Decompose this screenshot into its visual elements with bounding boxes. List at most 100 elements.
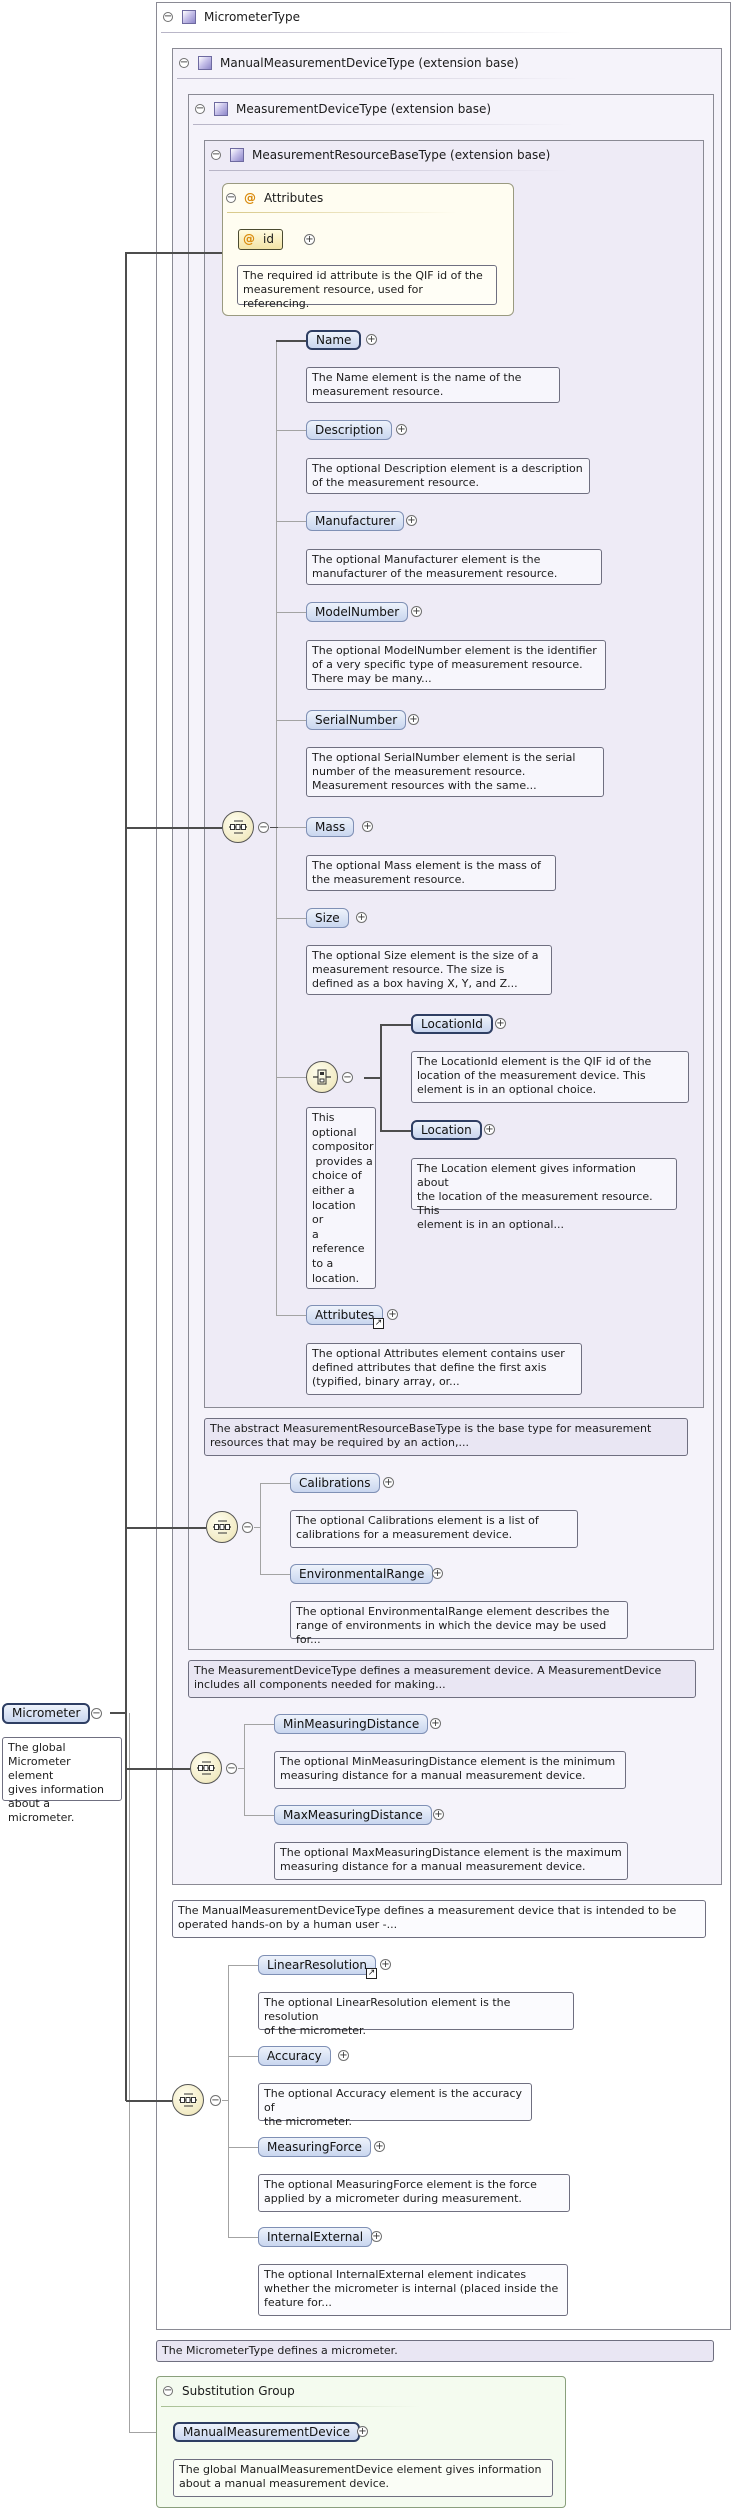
expand-icon[interactable]: + xyxy=(433,1809,444,1820)
collapse-toggle[interactable]: − xyxy=(163,2385,173,2396)
doc-line: either a xyxy=(312,1183,355,1197)
doc-line: resources that may be required by an act… xyxy=(210,1436,469,1449)
expand-icon[interactable]: + xyxy=(304,234,315,245)
element-calibrations[interactable]: Calibrations xyxy=(290,1473,380,1493)
element-modelnumber[interactable]: ModelNumber xyxy=(306,602,409,622)
element-internalexternal[interactable]: InternalExternal xyxy=(258,2227,373,2247)
collapse-toggle[interactable]: − xyxy=(226,1763,237,1774)
element-label: ManualMeasurementDevice xyxy=(183,2425,351,2439)
element-attributes[interactable]: Attributes xyxy=(306,1305,384,1325)
attribute-icon: @ xyxy=(244,191,256,205)
collapse-toggle[interactable]: − xyxy=(211,149,221,160)
sequence-compositor-icon[interactable] xyxy=(222,811,254,843)
doc-line: This xyxy=(312,1111,335,1124)
doc-line: defined attributes that define the first… xyxy=(312,1361,547,1374)
expand-icon[interactable]: + xyxy=(396,424,407,435)
manufacturer-doc: The optional Manufacturer element is the… xyxy=(306,549,602,585)
expand-icon[interactable]: + xyxy=(362,821,373,832)
minmeasuringdistance-doc: The optional MinMeasuringDistance elemen… xyxy=(274,1751,626,1789)
expand-icon[interactable]: + xyxy=(432,1568,443,1579)
choice-compositor-icon[interactable] xyxy=(306,1061,338,1093)
expand-icon[interactable]: + xyxy=(356,912,367,923)
doc-line: element is in an optional... xyxy=(417,1218,564,1231)
sequence-compositor-icon[interactable] xyxy=(172,2084,204,2116)
manual-device-type-doc: The ManualMeasurementDeviceType defines … xyxy=(172,1900,706,1938)
expand-icon[interactable]: + xyxy=(495,1018,506,1029)
element-label: LocationId xyxy=(421,1017,483,1031)
element-location[interactable]: Location xyxy=(411,1120,482,1140)
expand-icon[interactable]: + xyxy=(371,2231,382,2242)
element-minmeasuringdistance[interactable]: MinMeasuringDistance xyxy=(274,1714,429,1734)
expand-icon[interactable]: + xyxy=(411,606,422,617)
element-maxmeasuringdistance[interactable]: MaxMeasuringDistance xyxy=(274,1805,432,1825)
expand-icon[interactable]: + xyxy=(408,714,419,725)
collapse-toggle[interactable]: − xyxy=(179,57,189,68)
element-name[interactable]: Name xyxy=(306,330,362,350)
element-serialnumber[interactable]: SerialNumber xyxy=(306,710,407,730)
doc-line: applied by a micrometer during measureme… xyxy=(264,2192,522,2205)
expand-icon[interactable]: + xyxy=(430,1718,441,1729)
element-label: Calibrations xyxy=(299,1476,371,1490)
collapse-toggle[interactable]: − xyxy=(258,822,269,833)
element-label: MaxMeasuringDistance xyxy=(283,1808,423,1822)
doc-line: The optional Size element is the size of… xyxy=(312,949,539,962)
expand-icon[interactable]: + xyxy=(374,2141,385,2152)
element-description[interactable]: Description xyxy=(306,420,393,440)
size-doc: The optional Size element is the size of… xyxy=(306,945,552,995)
root-element-micrometer[interactable]: Micrometer xyxy=(2,1703,91,1724)
micrometer-type-doc: The MicrometerType defines a micrometer. xyxy=(156,2340,714,2362)
element-mass[interactable]: Mass xyxy=(306,817,355,837)
element-label: InternalExternal xyxy=(267,2230,364,2244)
id-attribute-doc: The required id attribute is the QIF id … xyxy=(237,265,497,310)
collapse-toggle[interactable]: − xyxy=(210,2095,221,2106)
element-size[interactable]: Size xyxy=(306,908,349,928)
collapse-toggle[interactable]: − xyxy=(226,192,236,203)
expand-icon[interactable]: + xyxy=(357,2426,368,2437)
doc-line: about a micrometer. xyxy=(8,1797,75,1824)
expand-icon[interactable]: + xyxy=(380,1959,391,1970)
doc-line: The required id attribute is the QIF id … xyxy=(243,269,483,282)
collapse-toggle[interactable]: − xyxy=(342,1072,353,1083)
collapse-toggle[interactable]: − xyxy=(91,1708,102,1719)
element-label: MeasuringForce xyxy=(267,2140,362,2154)
element-locationid[interactable]: LocationId xyxy=(411,1014,493,1034)
choice-doc: This optional compositor provides a choi… xyxy=(306,1107,376,1289)
element-measuringforce[interactable]: MeasuringForce xyxy=(258,2137,371,2157)
element-manualmeasurementdevice[interactable]: ManualMeasurementDevice xyxy=(173,2422,361,2442)
element-linearresolution[interactable]: LinearResolution xyxy=(258,1955,376,1975)
doc-line: reference xyxy=(312,1242,365,1256)
doc-line: The LocationId element is the QIF id of … xyxy=(417,1055,652,1068)
expand-icon[interactable]: + xyxy=(338,2050,349,2061)
doc-line: The MicrometerType defines a micrometer. xyxy=(162,2344,398,2357)
doc-line: the location of the measurement resource… xyxy=(417,1190,653,1217)
sequence-compositor-icon[interactable] xyxy=(206,1511,238,1543)
element-environmentalrange[interactable]: EnvironmentalRange xyxy=(290,1564,434,1584)
doc-line: Measurement resources with the same... xyxy=(312,779,537,792)
reference-arrow-icon: ↗ xyxy=(373,1318,384,1329)
doc-line: of a very specific type of measurement r… xyxy=(312,658,583,671)
expand-icon[interactable]: + xyxy=(387,1309,398,1320)
element-accuracy[interactable]: Accuracy xyxy=(258,2046,331,2066)
collapse-toggle[interactable]: − xyxy=(163,11,173,22)
doc-line: The MeasurementDeviceType defines a meas… xyxy=(194,1664,662,1677)
doc-line: number of the measurement resource. xyxy=(312,765,526,778)
expand-icon[interactable]: + xyxy=(484,1124,495,1135)
collapse-toggle[interactable]: − xyxy=(242,1522,253,1533)
collapse-toggle[interactable]: − xyxy=(195,103,205,114)
device-type-title: MeasurementDeviceType (extension base) xyxy=(236,102,492,116)
expand-icon[interactable]: + xyxy=(383,1477,394,1488)
sequence-compositor-icon[interactable] xyxy=(190,1752,222,1784)
accuracy-doc: The optional Accuracy element is the acc… xyxy=(258,2083,532,2128)
id-attribute[interactable]: @id xyxy=(238,229,283,250)
calibrations-doc: The optional Calibrations element is a l… xyxy=(290,1510,578,1548)
complex-type-icon xyxy=(214,102,228,116)
expand-icon[interactable]: + xyxy=(406,515,417,526)
id-attribute-label: id xyxy=(263,232,274,246)
element-label: LinearResolution xyxy=(267,1958,367,1972)
expand-icon[interactable]: + xyxy=(366,334,377,345)
element-label: Manufacturer xyxy=(315,514,396,528)
doc-line: measuring distance for a manual measurem… xyxy=(280,1860,586,1873)
element-manufacturer[interactable]: Manufacturer xyxy=(306,511,405,531)
doc-line: location. xyxy=(312,1271,360,1285)
location-doc: The Location element gives information a… xyxy=(411,1158,677,1231)
